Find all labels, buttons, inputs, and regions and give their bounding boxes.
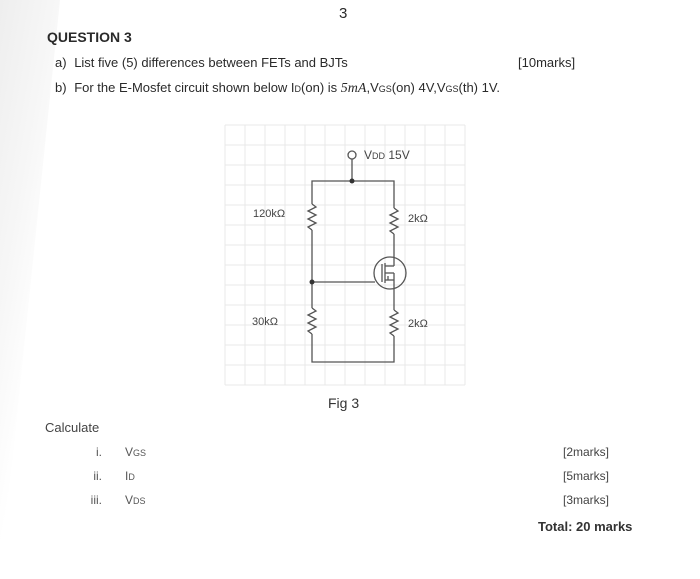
wires (306, 150, 407, 363)
subscript: D (294, 84, 302, 94)
current-value: 5mA (340, 81, 367, 96)
item-marks: [3marks] (563, 493, 610, 507)
question-part-a: a) List five (5) differences between FET… (55, 55, 348, 70)
calculate-heading: Calculate (45, 420, 100, 435)
resistor-r2-icon (306, 307, 318, 335)
item-marks: [5marks] (563, 469, 610, 483)
subscript: DD (372, 151, 386, 161)
r1-label: 120kΩ (253, 208, 286, 220)
item-number: ii. (93, 469, 102, 483)
symbol: I (125, 469, 129, 483)
item-number: i. (96, 445, 102, 459)
item-vgs: VGS (125, 445, 146, 459)
part-b-text-1: For the E-Mosfet circuit shown below I (74, 80, 295, 95)
part-b-label: b) (55, 80, 67, 95)
item-marks: [2marks] (563, 445, 610, 459)
subscript: GS (133, 448, 147, 458)
vdd-label: VDD 15V (364, 148, 410, 162)
question-part-b: b) For the E-Mosfet circuit shown below … (55, 80, 500, 97)
subscript: DS (133, 496, 146, 506)
resistor-r1-icon (306, 203, 318, 231)
item-number: iii. (90, 493, 102, 507)
r2-label: 30kΩ (252, 316, 278, 328)
junction-dot-icon (309, 279, 315, 285)
figure-caption: Fig 3 (328, 395, 360, 411)
rs-label: 2kΩ (408, 318, 428, 330)
grid (224, 124, 466, 386)
rd-label: 2kΩ (408, 213, 428, 225)
resistor-rs-icon (388, 309, 400, 337)
part-a-label: a) (55, 55, 67, 70)
mosfet-icon (373, 256, 407, 290)
subscript: GS (445, 84, 459, 94)
part-b-text-2: (on) is (301, 80, 341, 95)
vdd-terminal-icon (347, 150, 357, 160)
part-b-text-3: ,V (366, 80, 379, 95)
symbol: V (125, 445, 134, 459)
subscript: GS (378, 84, 392, 94)
symbol: V (125, 493, 134, 507)
vdd-symbol: V (364, 148, 373, 162)
junction-dot-icon (349, 178, 355, 184)
vdd-value: 15V (385, 148, 410, 162)
part-a-text: List five (5) differences between FETs a… (74, 55, 348, 70)
item-id: ID (125, 469, 135, 483)
page-number: 3 (339, 5, 348, 22)
part-b-text-5: (th) 1V. (458, 80, 500, 95)
part-a-marks: [10marks] (518, 55, 576, 70)
item-vds: VDS (125, 493, 146, 507)
total-marks: Total: 20 marks (538, 519, 633, 534)
question-title: QUESTION 3 (47, 29, 132, 45)
part-b-text-4: (on) 4V,V (391, 80, 446, 95)
subscript: D (128, 472, 135, 482)
part-b-text: For the E-Mosfet circuit shown below ID(… (74, 80, 500, 96)
resistor-rd-icon (388, 207, 400, 235)
